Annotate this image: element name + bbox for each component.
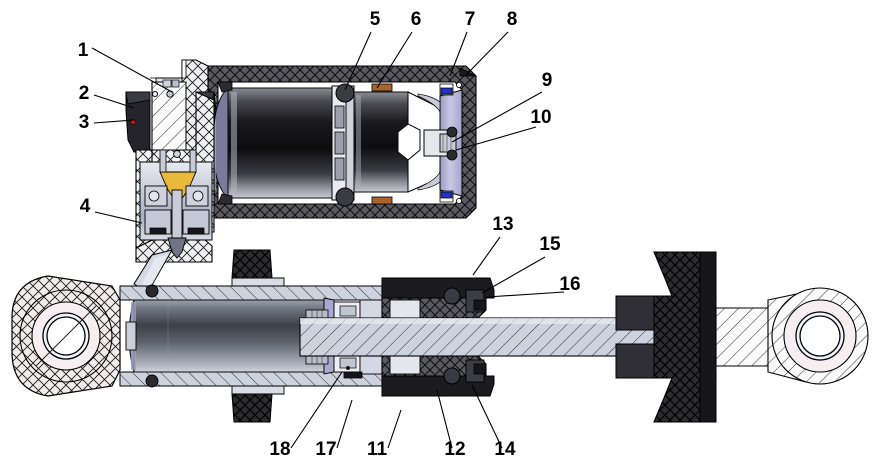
left-clamp-block <box>125 91 151 153</box>
callout-8: 8 <box>465 9 518 76</box>
left-mounting-eyelet <box>11 275 121 397</box>
tube-end-spigot <box>125 321 137 351</box>
callout-number-15: 15 <box>539 234 561 255</box>
callout-18: 18 <box>269 371 343 460</box>
lower-assembly <box>11 249 869 423</box>
callout-number-16: 16 <box>559 274 580 295</box>
callout-number-7: 7 <box>465 9 476 30</box>
callout-leader-6 <box>376 31 413 89</box>
callout-leader-7 <box>449 31 468 77</box>
callout-leader-9 <box>451 91 543 143</box>
upper-assembly <box>181 59 477 225</box>
housing-chamfer <box>459 67 477 77</box>
callout-5: 5 <box>344 9 381 91</box>
callout-leader-2 <box>93 94 135 109</box>
callout-number-1: 1 <box>78 40 89 61</box>
rod-seal-upper <box>443 287 461 305</box>
callout-1: 1 <box>78 40 173 93</box>
retaining-ball-detents <box>335 83 355 207</box>
callout-number-14: 14 <box>494 439 516 460</box>
callout-number-17: 17 <box>315 439 336 460</box>
cap-screw-head <box>166 90 174 98</box>
floating-piston-seal-stack <box>331 85 355 201</box>
callout-14: 14 <box>471 384 516 460</box>
callout-11: 11 <box>367 409 402 460</box>
callout-leader-14 <box>471 384 503 449</box>
callout-9: 9 <box>451 70 553 143</box>
end-cap-o-ring-seals <box>439 82 462 204</box>
reservoir-inlet-seals <box>217 81 233 205</box>
callout-leader-15 <box>481 256 546 294</box>
callout-number-12: 12 <box>444 439 465 460</box>
callout-16: 16 <box>486 274 581 298</box>
cylinder-mount-lugs <box>231 249 285 423</box>
callout-number-4: 4 <box>80 196 91 217</box>
callout-number-2: 2 <box>79 83 90 104</box>
callout-number-8: 8 <box>507 9 518 30</box>
callout-leader-11 <box>387 409 402 449</box>
callout-12: 12 <box>436 389 466 460</box>
callout-7: 7 <box>449 9 476 77</box>
inlet-o-ring-top <box>145 284 159 298</box>
callout-number-13: 13 <box>492 214 513 235</box>
callout-10: 10 <box>455 107 552 151</box>
inlet-o-ring-bottom <box>145 374 159 388</box>
rod-seal-lower <box>443 367 461 385</box>
bump-stop <box>615 251 717 423</box>
callout-leader-1 <box>91 47 173 93</box>
callout-17: 17 <box>315 399 353 460</box>
callout-number-5: 5 <box>370 9 381 30</box>
cap-screw-head-2 <box>151 90 159 98</box>
callout-leader-17 <box>336 399 353 449</box>
callout-leader-5 <box>344 31 372 91</box>
rod-guide-seal-head <box>381 277 495 397</box>
callout-number-10: 10 <box>530 107 551 128</box>
callout-number-9: 9 <box>542 70 553 91</box>
damper-pressure-tube <box>125 299 325 373</box>
callout-leader-10 <box>455 126 537 151</box>
callout-leader-4 <box>94 211 143 224</box>
callout-leader-12 <box>436 389 453 449</box>
callout-leader-13 <box>472 236 501 276</box>
callout-4: 4 <box>80 196 143 224</box>
callout-leader-8 <box>465 31 509 76</box>
callout-number-11: 11 <box>367 439 388 460</box>
floating-piston-body <box>211 86 333 200</box>
callout-leader-3 <box>93 119 135 124</box>
right-mounting-eyelet <box>767 287 869 385</box>
callout-number-6: 6 <box>411 9 422 30</box>
copper-shim <box>371 83 393 205</box>
callout-3: 3 <box>79 112 135 133</box>
callout-number-18: 18 <box>269 439 290 460</box>
reservoir-charge-valve <box>423 126 458 161</box>
callout-2: 2 <box>79 83 135 109</box>
piston-retaining-clip <box>343 371 363 379</box>
callout-leader-18 <box>290 371 343 449</box>
callout-leader-16 <box>486 291 565 298</box>
callout-15: 15 <box>481 234 561 294</box>
callout-13: 13 <box>472 214 514 276</box>
damper-cylinder-housing <box>119 285 397 387</box>
callout-6: 6 <box>376 9 422 89</box>
callout-number-3: 3 <box>79 112 90 133</box>
